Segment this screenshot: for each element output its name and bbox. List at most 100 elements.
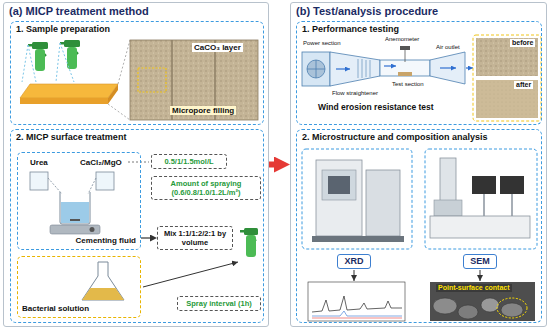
spray-bottle <box>240 230 244 233</box>
xrd-instrument <box>312 236 404 242</box>
flow-arrow <box>480 270 481 281</box>
beaker <box>70 219 80 221</box>
beaker <box>30 172 114 224</box>
sem-image <box>458 305 478 319</box>
wind-tunnel <box>307 60 325 78</box>
sem-instrument <box>472 176 496 194</box>
sample-photo <box>138 68 166 92</box>
section-heading: 1. Performance testing <box>297 22 541 37</box>
wind-tunnel <box>302 52 330 86</box>
xrd-instrument <box>302 149 412 249</box>
zoom-line <box>108 104 130 120</box>
leader-line <box>128 162 149 163</box>
air-flow-arrow <box>384 65 396 66</box>
sample-slab <box>20 98 108 104</box>
zoom-line <box>108 40 130 120</box>
spray-bottle <box>60 40 80 69</box>
parameter-box: 0.5/1/1.5mol/L <box>151 154 227 169</box>
parameter-box: Spray interval (1h) <box>177 296 261 311</box>
label-text: CaCO₃ layer <box>192 43 243 52</box>
air-flow-arrow <box>336 68 350 69</box>
sample-slab <box>20 84 118 98</box>
spray-bottle <box>35 49 45 71</box>
sample-photo <box>473 35 541 121</box>
xrd-instrument <box>322 170 356 200</box>
spray-bottle <box>28 42 48 71</box>
label-text: Air outlet <box>436 44 460 51</box>
air-flow-arrow <box>336 66 473 69</box>
spray-mist <box>22 43 74 82</box>
box-text: Cementing fluid <box>76 236 136 246</box>
sem-instrument <box>425 149 537 249</box>
flow-arrow <box>354 270 355 281</box>
spray-bottle <box>32 42 48 49</box>
spray-bottle <box>244 228 258 235</box>
parameter-text: Spray interval (1h) <box>181 299 257 308</box>
section-heading: 1. Sample preparation <box>11 22 263 37</box>
spray-mist <box>60 43 74 82</box>
magnetic-stirrer <box>50 225 100 234</box>
section-heading: 2. Microstructure and composition analys… <box>297 130 541 145</box>
box-text: Bacterial solution <box>22 304 89 314</box>
sem-image <box>433 298 457 314</box>
flow-arrow <box>269 162 282 168</box>
sem-image <box>481 298 499 312</box>
wind-tunnel <box>307 60 325 78</box>
label-text: after <box>514 81 533 89</box>
flow-arrow <box>354 270 480 281</box>
box-text: Mix 1:1/1:2/2:1 by volume <box>161 229 229 247</box>
sem-image <box>430 282 535 321</box>
spray-mist <box>56 43 60 82</box>
panel-heading: (b) Test/analysis procedure <box>291 3 546 20</box>
panel-heading: (a) MICP treatment method <box>4 3 268 20</box>
label-text: Urea <box>30 158 48 167</box>
flow-arrow <box>143 262 238 287</box>
xrd-instrument <box>302 149 412 249</box>
parameter-box: Amount of spraying (0.6/0.8/1.0/1.2L/m²) <box>151 176 261 200</box>
wind-tunnel <box>400 46 410 50</box>
leader-line <box>128 162 149 163</box>
sem-image <box>430 282 535 321</box>
instrument-tag: XRD <box>337 254 371 269</box>
wind-tunnel <box>380 60 430 76</box>
label-text: Micropore filling <box>170 106 236 115</box>
spray-bottle <box>240 228 258 257</box>
sem-instrument <box>430 216 530 238</box>
sample-photo <box>473 35 541 121</box>
wind-tunnel <box>398 72 412 76</box>
flow-arrow <box>143 262 238 287</box>
wind-tunnel <box>358 59 370 78</box>
sample-slab <box>20 84 118 104</box>
beaker <box>61 202 89 223</box>
mix-box: Mix 1:1/1:2/2:1 by volume <box>157 226 233 250</box>
section-box: 2. MICP surface treatmentCementing fluid… <box>10 129 264 323</box>
magnetic-stirrer <box>90 227 95 232</box>
sample-photo <box>130 40 258 120</box>
air-flow-arrow <box>466 67 473 68</box>
label-text: Power section <box>303 40 341 47</box>
section-box: 2. Microstructure and composition analys… <box>296 129 542 323</box>
tag-text: SEM <box>467 256 493 267</box>
beaker <box>48 178 62 194</box>
spray-bottle <box>64 40 80 47</box>
beaker <box>30 172 48 190</box>
sample-photo <box>130 40 258 120</box>
label-text: before <box>510 39 535 47</box>
zoom-line <box>118 40 130 84</box>
xrd-plot <box>308 282 405 321</box>
magnetic-stirrer <box>50 225 100 234</box>
wind-tunnel <box>330 52 380 86</box>
sem-instrument <box>440 158 456 202</box>
label-text: Anemometer <box>385 36 419 43</box>
sem-instrument <box>434 200 462 216</box>
spray-mist <box>28 45 36 82</box>
wind-tunnel <box>405 50 406 62</box>
tag-text: XRD <box>341 256 367 267</box>
beaker <box>60 192 90 224</box>
parameter-text: 0.5/1/1.5mol/L <box>155 157 223 166</box>
xrd-plot <box>312 318 402 319</box>
conical-flask <box>82 262 124 300</box>
bacteria-box: Bacterial solution <box>17 256 141 318</box>
spray-bottle <box>246 235 256 257</box>
